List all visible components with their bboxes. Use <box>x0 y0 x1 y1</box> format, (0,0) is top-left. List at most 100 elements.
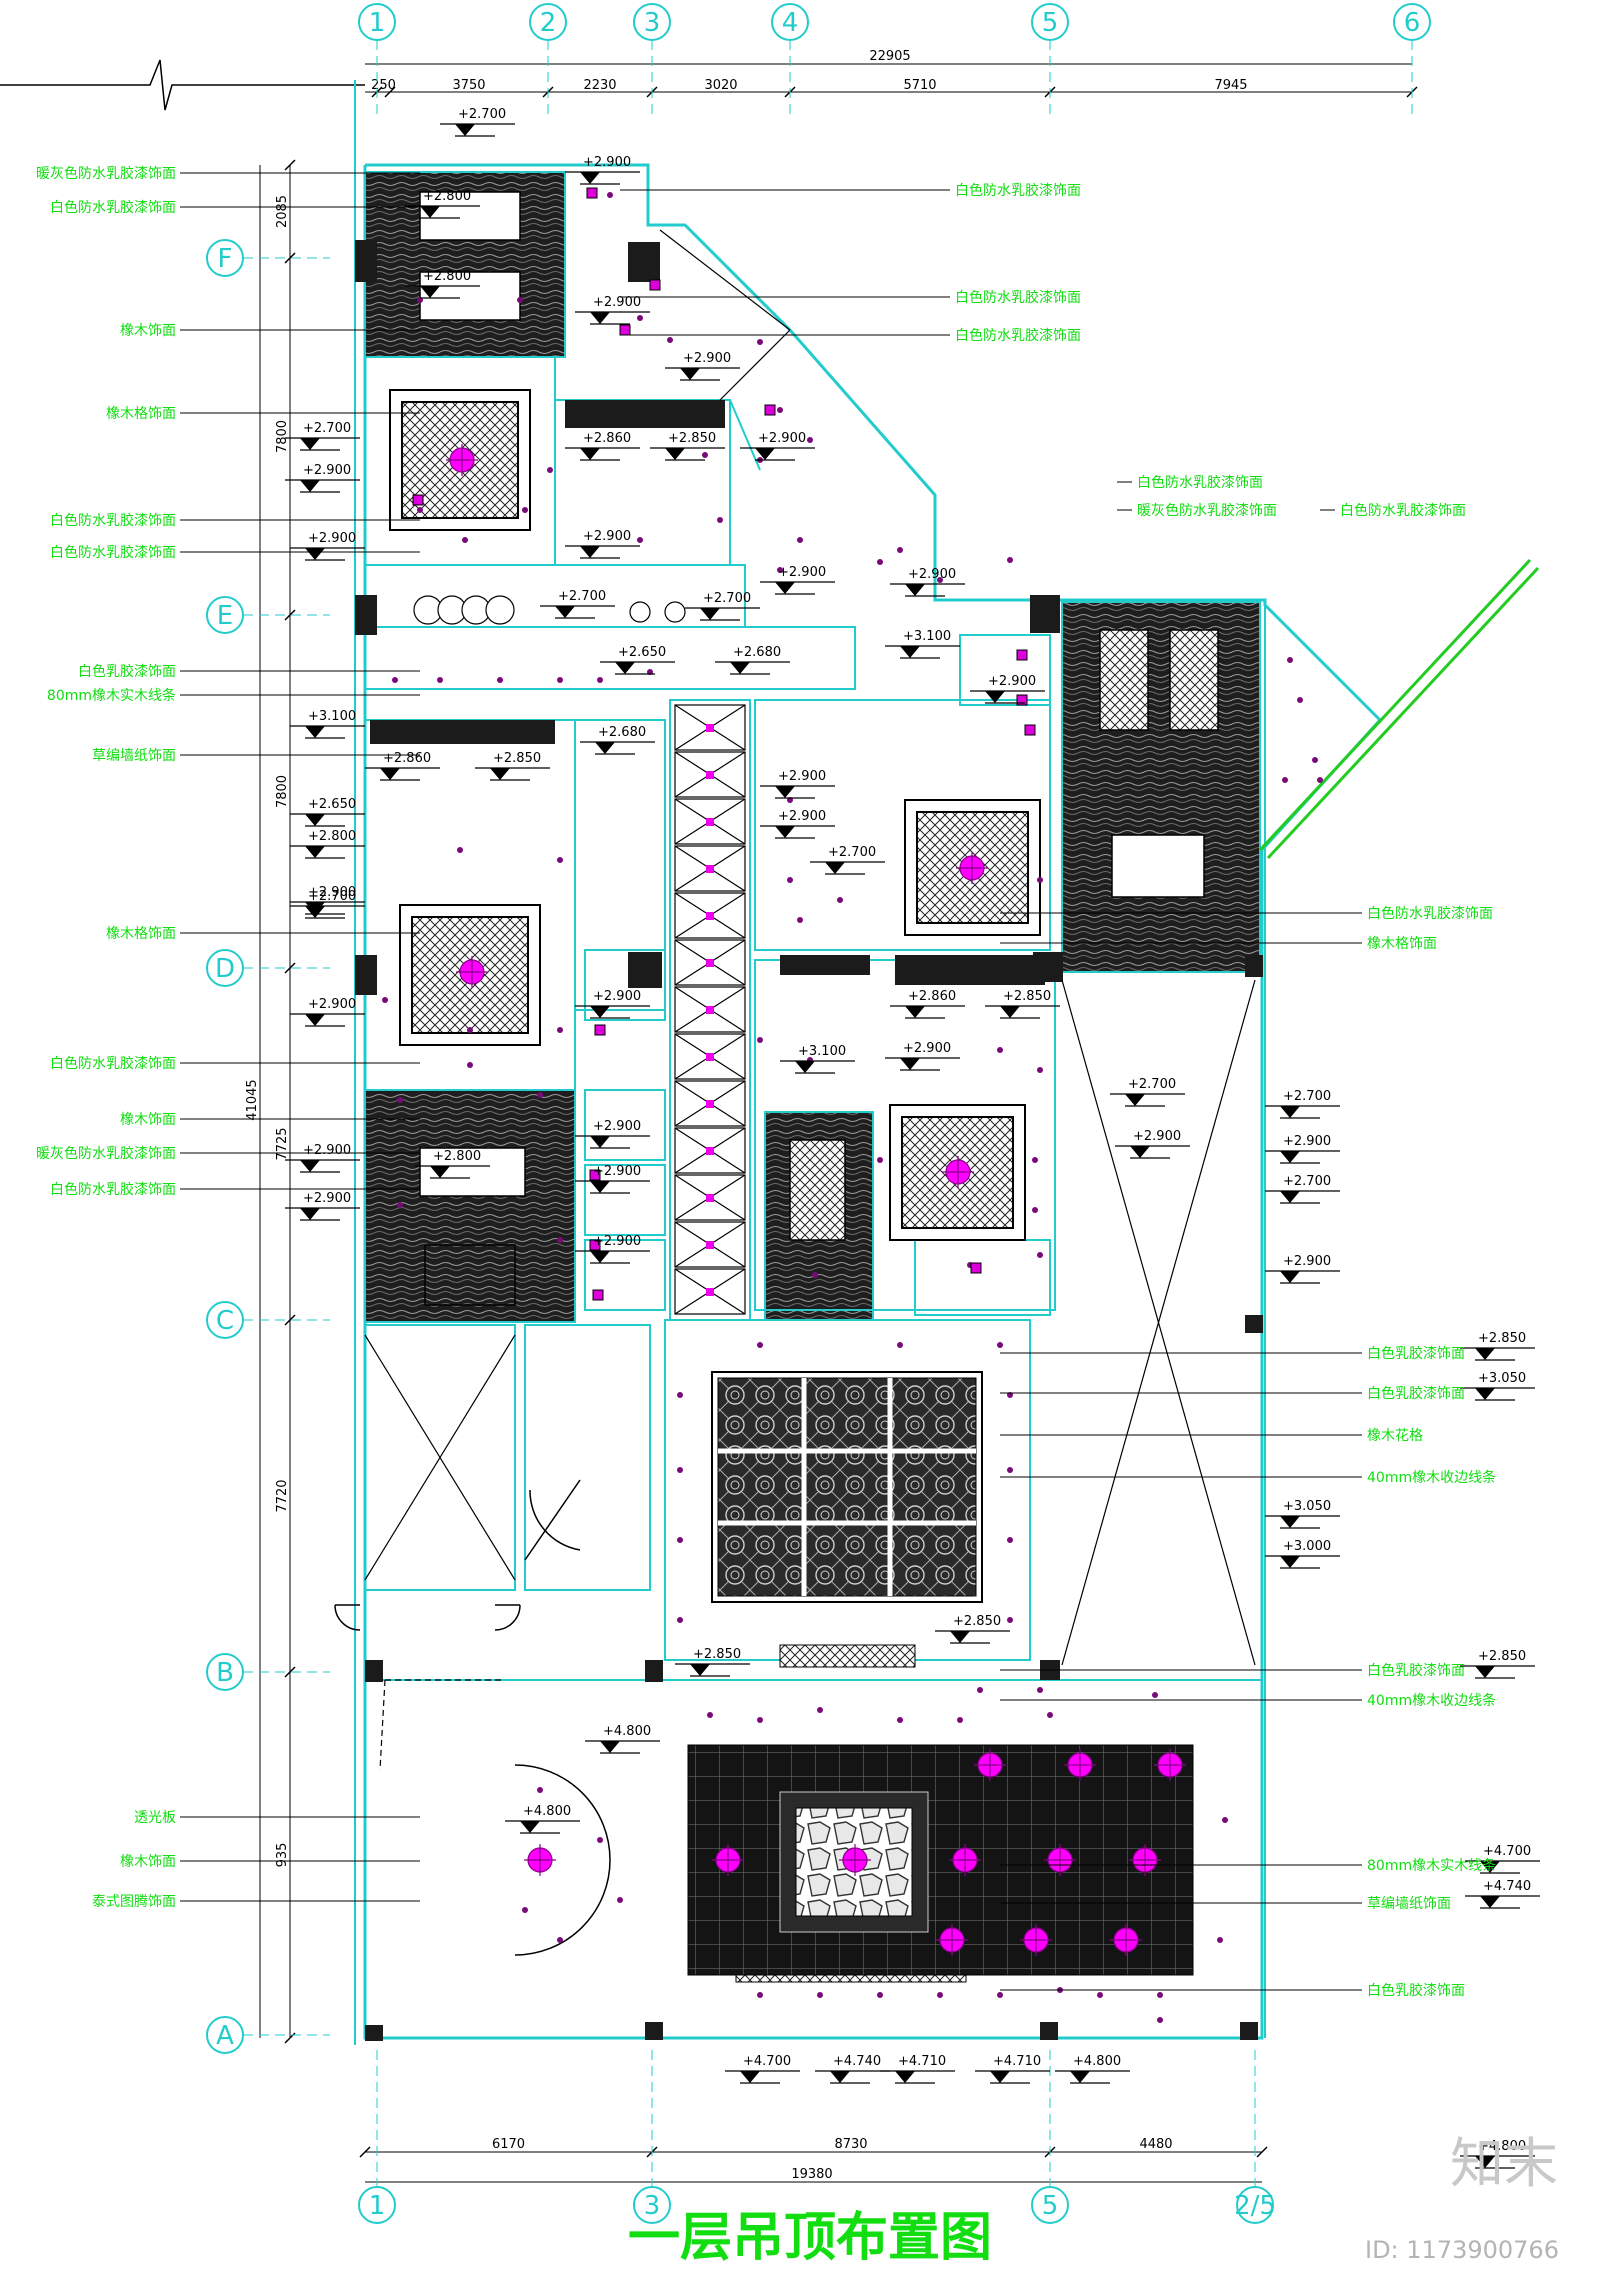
elevation-value: +2.900 <box>903 1041 951 1056</box>
material-label-text: 白色防水乳胶漆饰面 <box>955 327 1081 344</box>
downlight <box>787 877 793 883</box>
pendant-light <box>446 444 478 476</box>
material-label-text: 暖灰色防水乳胶漆饰面 <box>36 165 176 182</box>
downlight <box>1157 2017 1163 2023</box>
downlight <box>837 897 843 903</box>
elevation-value: +2.900 <box>593 295 641 310</box>
downlight <box>797 537 803 543</box>
dim-left-4: 7720 <box>275 1479 290 1512</box>
elevation-marker: +2.900 <box>575 989 650 1019</box>
elevation-marker: +2.700 <box>440 107 515 137</box>
material-label: 橡木饰面 <box>120 323 420 339</box>
elevation-value: +2.900 <box>593 1164 641 1179</box>
downlight <box>667 337 673 343</box>
elevation-value: +2.860 <box>383 751 431 766</box>
downlight <box>522 507 528 513</box>
downlight <box>997 1047 1003 1053</box>
downlight <box>1297 697 1303 703</box>
elevation-value: +4.800 <box>1073 2054 1121 2069</box>
axis-left-0: F <box>218 244 233 274</box>
dim-left-2: 7800 <box>275 775 290 808</box>
downlight <box>397 1097 403 1103</box>
elevation-marker: +4.740 <box>815 2054 890 2084</box>
elevation-value: +2.700 <box>303 421 351 436</box>
inset-panels <box>419 191 1219 1306</box>
pendant-light <box>1129 1844 1161 1876</box>
elevation-value: +3.100 <box>798 1044 846 1059</box>
material-label-text: 白色乳胶漆饰面 <box>1367 1662 1465 1679</box>
downlight <box>497 677 503 683</box>
elevation-value: +2.680 <box>733 645 781 660</box>
elevation-value: +3.000 <box>1283 1539 1331 1554</box>
downlight <box>702 452 708 458</box>
downlight <box>1157 1992 1163 1998</box>
downlight <box>417 507 423 513</box>
downlight <box>677 1392 683 1398</box>
downlight <box>467 1027 473 1033</box>
pendant-light <box>1020 1924 1052 1956</box>
elevation-marker: +2.850 <box>1460 1331 1535 1361</box>
elevation-value: +2.700 <box>308 889 356 904</box>
pendant-light <box>936 1924 968 1956</box>
downlight <box>1152 1692 1158 1698</box>
elevation-marker: +2.900 <box>970 674 1045 704</box>
elevation-marker: +2.800 <box>415 1149 490 1179</box>
elevation-value: +2.700 <box>1283 1089 1331 1104</box>
axis-top-4: 5 <box>1042 8 1059 38</box>
downlight <box>1047 1712 1053 1718</box>
square-light <box>619 324 631 336</box>
material-label-text: 橡木格饰面 <box>106 406 176 422</box>
downlight <box>437 677 443 683</box>
material-label: 白色防水乳胶漆饰面 <box>620 182 1081 199</box>
elevation-marker: +3.100 <box>780 1044 855 1074</box>
pendant-light <box>942 1156 974 1188</box>
axis-left-4-circle <box>206 1653 244 1691</box>
pendant-light <box>956 852 988 884</box>
elevation-value: +4.740 <box>1483 1879 1531 1894</box>
elevation-marker: +2.650 <box>290 797 365 827</box>
elevation-value: +2.850 <box>493 751 541 766</box>
downlight <box>1032 1207 1038 1213</box>
elevation-value: +2.650 <box>308 797 356 812</box>
elevation-marker: +4.800 <box>585 1724 660 1754</box>
elevation-value: +2.900 <box>778 769 826 784</box>
elevation-marker: +2.700 <box>685 591 760 621</box>
downlight <box>812 1272 818 1278</box>
downlight <box>677 1537 683 1543</box>
watermark: 知末 ID: 1173900766 <box>1365 2132 1559 2264</box>
elevation-marker: +2.680 <box>580 725 655 755</box>
elevation-marker: +2.900 <box>1115 1129 1190 1159</box>
material-label: 暖灰色防水乳胶漆饰面 <box>36 165 420 182</box>
elevation-marker: +2.700 <box>1265 1089 1340 1119</box>
downlight <box>557 1027 563 1033</box>
downlight <box>557 857 563 863</box>
material-label: 暖灰色防水乳胶漆饰面 <box>36 1145 420 1162</box>
elevation-marker: +4.740 <box>1465 1879 1540 1909</box>
elevation-value: +2.800 <box>308 829 356 844</box>
material-label: 80mm橡木实木线条 <box>47 687 420 704</box>
dim-bottom-1: 8730 <box>834 2137 867 2152</box>
elevation-value: +2.800 <box>423 269 471 284</box>
axis-top-1-circle <box>529 3 567 41</box>
downlight <box>817 1992 823 1998</box>
pendant-light <box>1110 1924 1142 1956</box>
material-label-text: 40mm橡木收边线条 <box>1367 1469 1496 1486</box>
material-label: 80mm橡木实木线条 <box>1000 1857 1496 1874</box>
elevation-marker: +2.800 <box>405 189 480 219</box>
axis-bottom-3-circle <box>1236 2186 1274 2224</box>
dim-top-total: 22905 <box>869 49 910 64</box>
material-label-text: 橡木花格 <box>1367 1428 1423 1444</box>
material-label: 草编墙纸饰面 <box>92 748 420 764</box>
downlight <box>597 677 603 683</box>
pendant-light <box>839 1844 871 1876</box>
material-label-text: 白色防水乳胶漆饰面 <box>955 289 1081 306</box>
dim-top-0: 250 <box>371 78 396 93</box>
downlight <box>1317 777 1323 783</box>
material-label: 白色防水乳胶漆饰面 <box>50 199 420 216</box>
downlight <box>707 1712 713 1718</box>
elevation-value: +2.800 <box>433 1149 481 1164</box>
axis-grid-lines <box>243 40 1413 2187</box>
elevation-value: +2.700 <box>458 107 506 122</box>
downlight <box>607 192 613 198</box>
